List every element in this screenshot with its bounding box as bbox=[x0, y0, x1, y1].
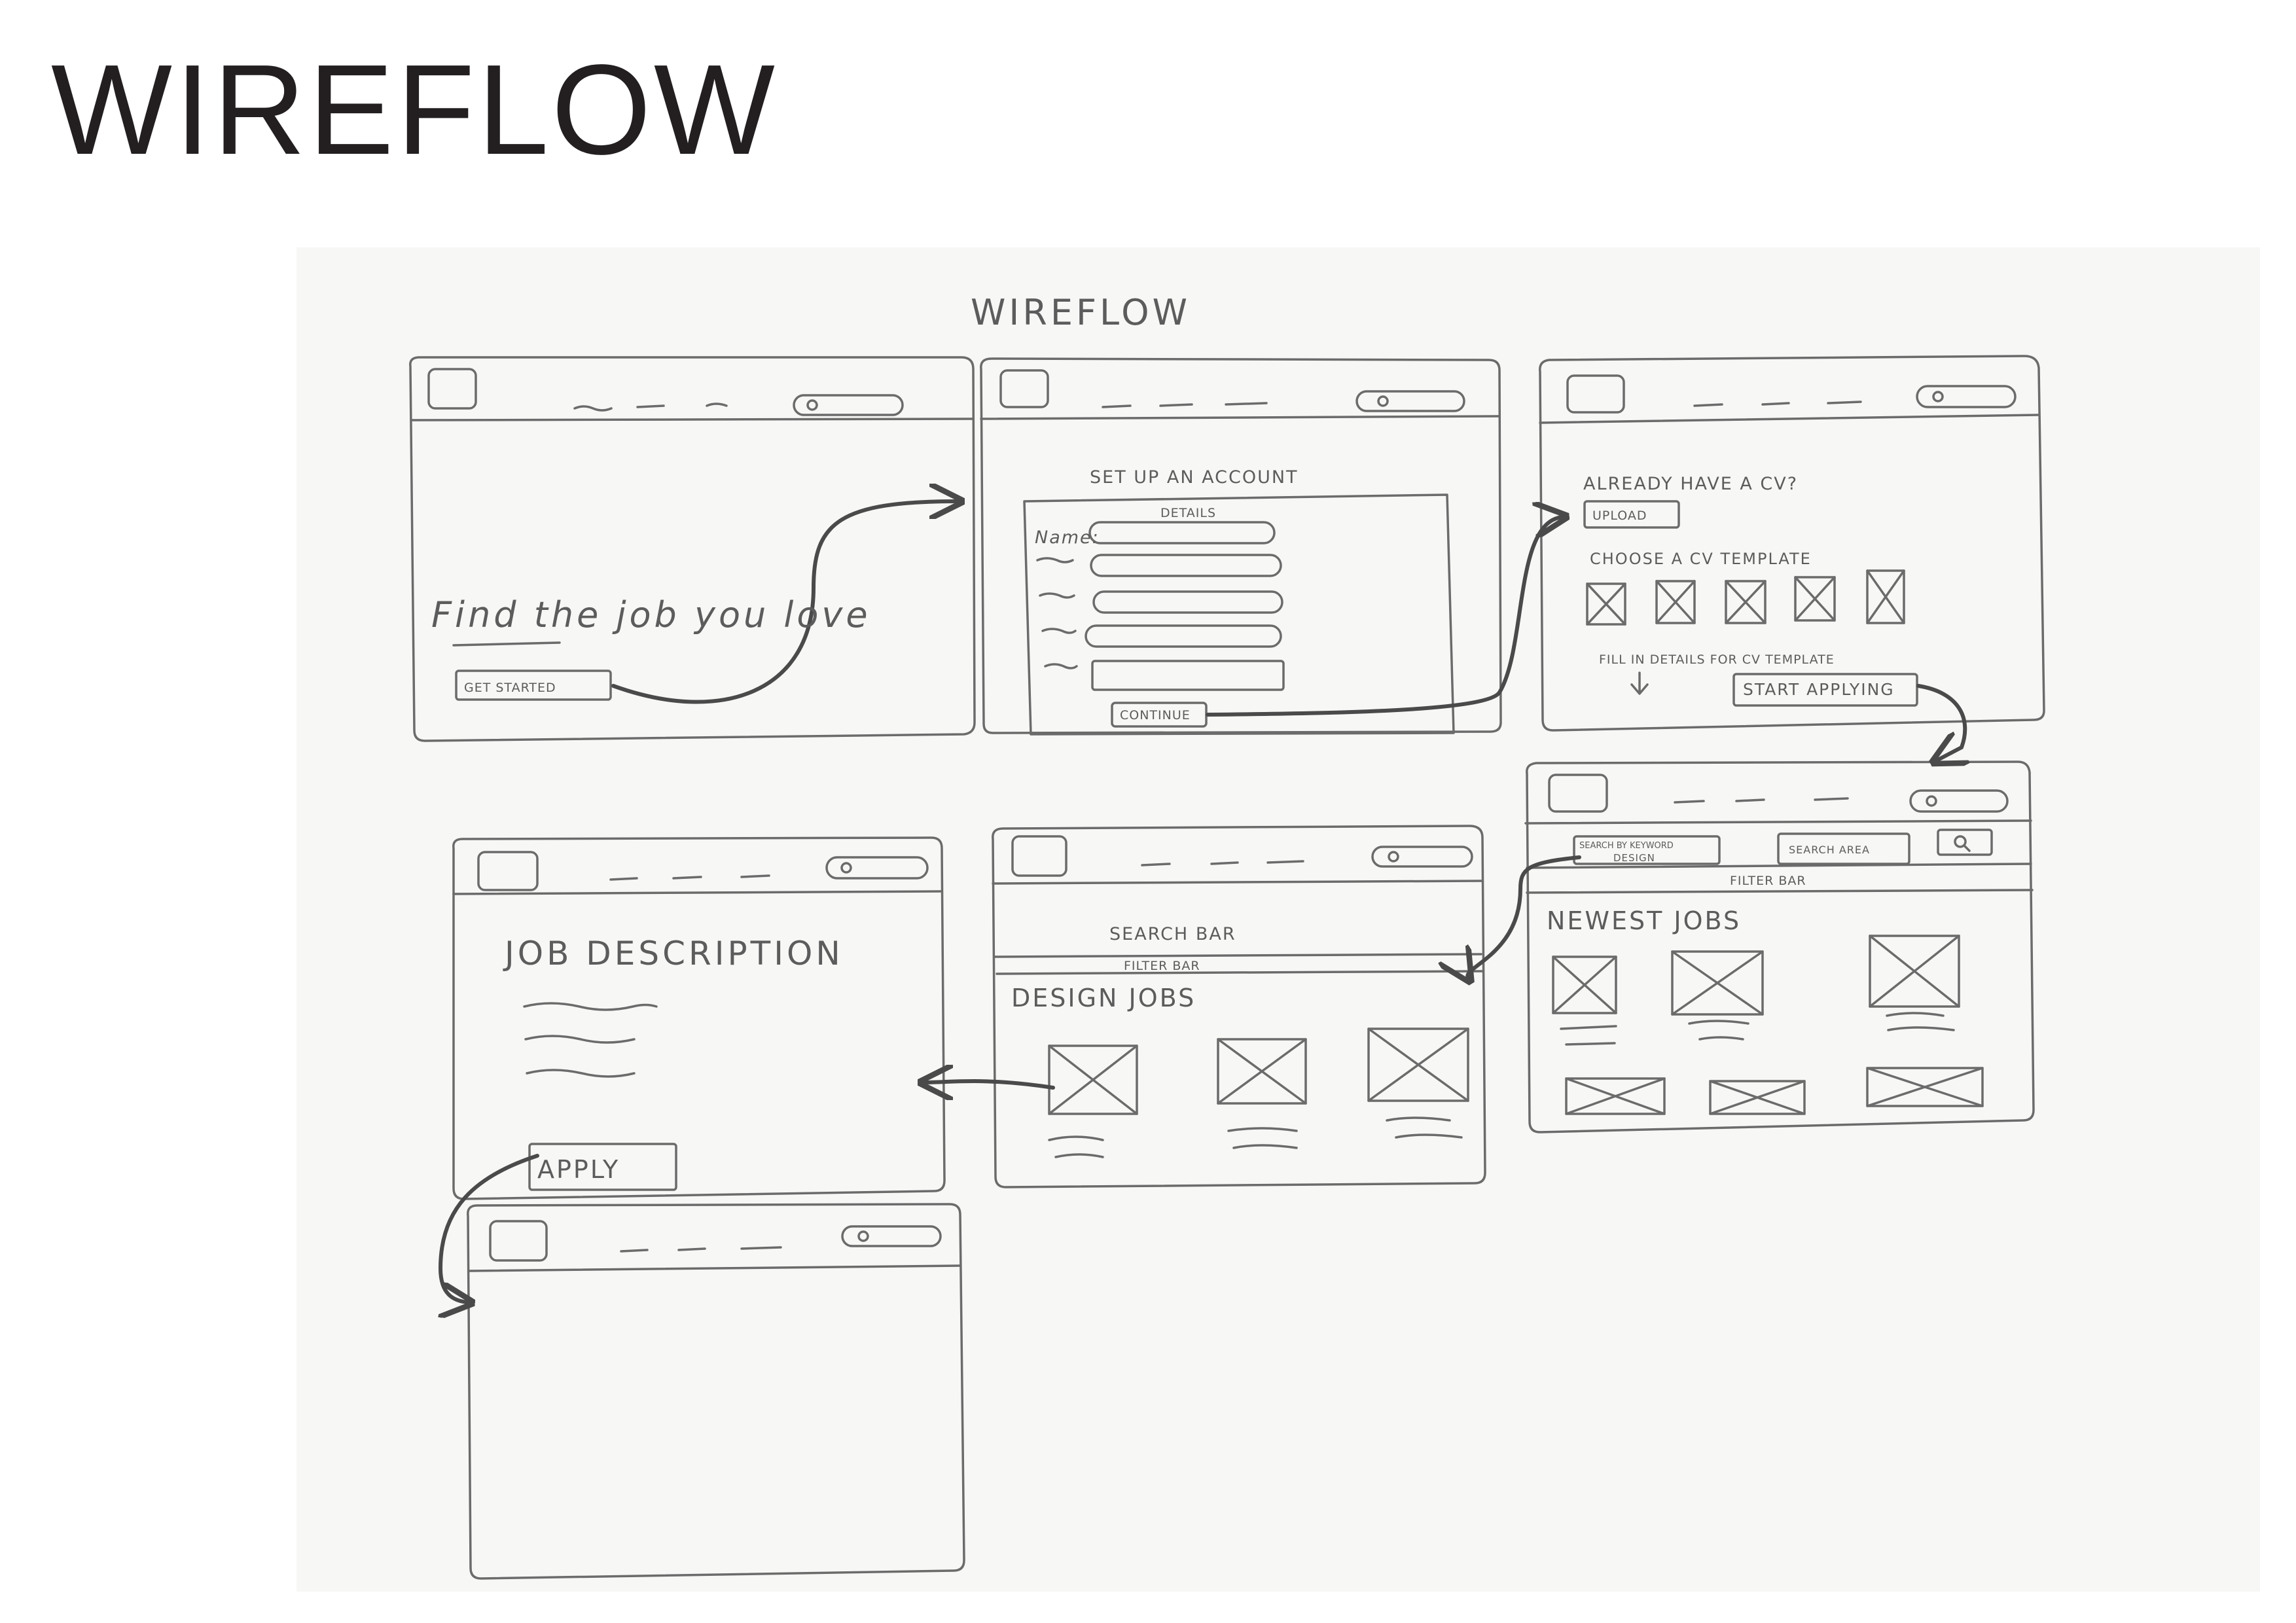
logo-placeholder-icon bbox=[489, 1220, 548, 1262]
design-jobs-heading: DESIGN JOBS bbox=[1011, 984, 1196, 1012]
flow-arrows bbox=[440, 501, 1965, 1302]
page-title: WIREFLOW bbox=[51, 38, 778, 181]
search-keyword-field[interactable] bbox=[1573, 835, 1721, 865]
filter-bar-label: FILTER BAR bbox=[1730, 874, 1806, 888]
screen-blank bbox=[467, 1203, 965, 1580]
screen-newest-jobs bbox=[1524, 760, 2035, 1133]
arrow-icon bbox=[440, 1154, 539, 1302]
search-keyword-value[interactable]: DESIGN bbox=[1613, 852, 1655, 864]
image-placeholder-icon bbox=[1048, 1044, 1138, 1115]
image-placeholder-icon bbox=[1866, 569, 1905, 624]
logo-placeholder-icon bbox=[1548, 774, 1608, 813]
image-placeholder-icon bbox=[1565, 1077, 1666, 1115]
start-applying-label[interactable]: START APPLYING bbox=[1743, 680, 1895, 699]
sketch-title: WIREFLOW bbox=[971, 292, 1191, 333]
image-placeholder-icon bbox=[1586, 582, 1626, 626]
fill-details-label: FILL IN DETAILS FOR CV TEMPLATE bbox=[1599, 652, 1835, 667]
search-keyword-label[interactable]: SEARCH BY KEYWORD bbox=[1579, 841, 1674, 851]
logo-placeholder-icon bbox=[477, 851, 539, 891]
screen-job-description bbox=[452, 836, 946, 1200]
logo-placeholder-icon bbox=[999, 369, 1049, 408]
arrow-icon bbox=[925, 1081, 1055, 1088]
input-3[interactable] bbox=[1092, 590, 1283, 614]
design-search-label: SEARCH BAR bbox=[1109, 924, 1236, 944]
image-placeholder-icon bbox=[1794, 576, 1836, 622]
input-2[interactable] bbox=[1090, 554, 1282, 577]
apply-label[interactable]: APPLY bbox=[537, 1155, 620, 1184]
wireflow-sketch: WIREFLOW bbox=[409, 292, 2045, 1580]
input-4[interactable] bbox=[1085, 624, 1282, 648]
search-icon bbox=[1388, 851, 1399, 863]
search-pill bbox=[841, 1225, 942, 1247]
search-button[interactable] bbox=[1937, 829, 1993, 856]
start-applying-button[interactable] bbox=[1732, 673, 1918, 707]
screen-landing bbox=[409, 356, 976, 742]
name-input[interactable] bbox=[1088, 521, 1276, 544]
search-icon bbox=[806, 399, 818, 411]
search-pill bbox=[793, 394, 904, 416]
choose-template-label: CHOOSE A CV TEMPLATE bbox=[1590, 550, 1812, 568]
get-started-label[interactable]: GET STARTED bbox=[464, 681, 556, 695]
details-panel bbox=[1023, 493, 1455, 736]
input-5[interactable] bbox=[1091, 660, 1285, 691]
get-started-button[interactable] bbox=[455, 669, 612, 701]
search-icon bbox=[1377, 395, 1389, 407]
continue-label[interactable]: CONTINUE bbox=[1120, 708, 1191, 722]
cv-question: ALREADY HAVE A CV? bbox=[1583, 474, 1798, 494]
arrow-icon bbox=[1467, 855, 1581, 978]
name-label: Name: bbox=[1035, 527, 1100, 548]
image-placeholder-icon bbox=[1725, 580, 1767, 624]
image-placeholder-icon bbox=[1655, 580, 1696, 624]
image-placeholder-icon bbox=[1367, 1027, 1469, 1102]
image-placeholder-icon bbox=[1869, 935, 1960, 1008]
image-placeholder-icon bbox=[1217, 1038, 1307, 1105]
screen-design-jobs bbox=[992, 825, 1486, 1188]
search-pill bbox=[825, 856, 929, 880]
apply-button[interactable] bbox=[528, 1143, 677, 1191]
search-pill bbox=[1355, 390, 1465, 412]
job-description-heading: JOB DESCRIPTION bbox=[503, 935, 844, 972]
sketch-photo: WIREFLOW bbox=[296, 247, 2260, 1592]
arrow-icon bbox=[1916, 684, 1965, 760]
landing-headline: Find the job you love bbox=[431, 594, 871, 635]
search-icon bbox=[857, 1230, 869, 1242]
logo-placeholder-icon bbox=[1566, 374, 1625, 414]
design-filter-label: FILTER BAR bbox=[1124, 959, 1200, 973]
arrow-icon bbox=[1206, 517, 1562, 717]
search-area-label[interactable]: SEARCH AREA bbox=[1789, 844, 1870, 856]
upload-label[interactable]: UPLOAD bbox=[1592, 508, 1647, 523]
logo-placeholder-icon bbox=[1011, 835, 1067, 877]
image-placeholder-icon bbox=[1709, 1080, 1806, 1115]
search-icon bbox=[840, 862, 852, 874]
upload-button[interactable] bbox=[1583, 500, 1680, 529]
search-icon bbox=[1932, 391, 1944, 402]
arrow-icon bbox=[1630, 671, 1649, 695]
filter-bar bbox=[1526, 863, 2034, 894]
image-placeholder-icon bbox=[1866, 1067, 1984, 1107]
newest-jobs-heading: NEWEST JOBS bbox=[1547, 906, 1741, 935]
arrow-icon bbox=[611, 501, 958, 704]
details-section-label: DETAILS bbox=[1160, 506, 1216, 520]
screen-cv bbox=[1539, 355, 2045, 732]
image-placeholder-icon bbox=[1552, 955, 1617, 1014]
screen-account bbox=[980, 357, 1502, 736]
search-pill bbox=[1909, 789, 2009, 813]
search-area-field[interactable] bbox=[1777, 832, 1910, 865]
account-title: SET UP AN ACCOUNT bbox=[1090, 467, 1299, 488]
search-pill bbox=[1371, 846, 1473, 868]
search-icon bbox=[1926, 795, 1937, 807]
search-pill bbox=[1916, 385, 2017, 408]
logo-placeholder-icon bbox=[427, 368, 477, 410]
image-placeholder-icon bbox=[1671, 950, 1764, 1016]
filter-bar bbox=[993, 953, 1484, 975]
